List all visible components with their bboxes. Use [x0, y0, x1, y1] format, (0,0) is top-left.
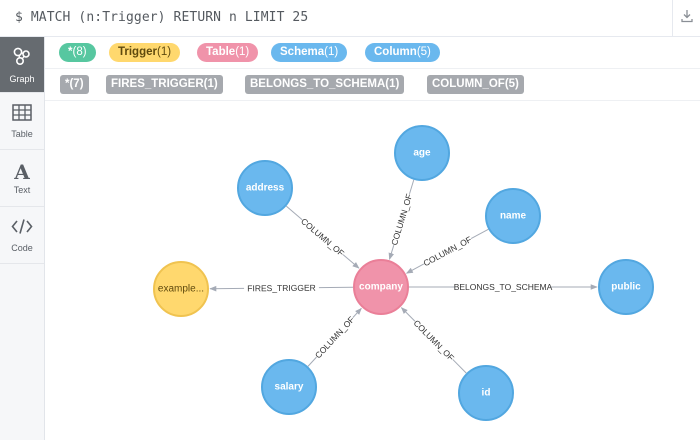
node-circle[interactable] [598, 259, 654, 315]
legend-rel-fires-trigger[interactable]: FIRES_TRIGGER(1) [106, 75, 223, 94]
download-icon [680, 9, 693, 28]
legend-label-trigger[interactable]: Trigger(1) [109, 43, 181, 62]
legend-rel-all[interactable]: *(7) [60, 75, 89, 94]
node-label: age [413, 148, 431, 159]
table-view-label: Table [11, 128, 33, 139]
text-view-button[interactable]: A Text [0, 150, 44, 207]
node-id[interactable]: id [458, 365, 514, 421]
legend-label-schema[interactable]: Schema(1) [271, 43, 348, 62]
relationship-line[interactable] [285, 205, 303, 221]
legend-label-table[interactable]: Table(1) [197, 43, 259, 62]
node-label: example... [158, 284, 204, 295]
table-view-button[interactable]: Table [0, 93, 44, 150]
relationship-line[interactable] [409, 179, 415, 194]
node-example[interactable]: example... [153, 261, 209, 317]
relationship-salary-company[interactable]: COLUMN_OF [307, 307, 362, 367]
legend-rel-column-of[interactable]: COLUMN_OF(5) [427, 75, 524, 94]
relationship-line[interactable] [470, 228, 489, 239]
node-salary[interactable]: salary [261, 359, 317, 415]
table-icon [12, 103, 32, 126]
relationship-name-company[interactable]: COLUMN_OF [405, 228, 489, 274]
legend-rel-belongs-to-schema[interactable]: BELONGS_TO_SCHEMA(1) [245, 75, 405, 94]
relationship-arrow[interactable] [388, 245, 395, 260]
graph-icon [12, 46, 32, 71]
node-label: id [482, 388, 491, 399]
relationship-company-example[interactable]: FIRES_TRIGGER [209, 283, 354, 294]
code-view-button[interactable]: Code [0, 207, 44, 264]
relationship-label: COLUMN_OF [389, 193, 414, 247]
relationship-address-company[interactable]: COLUMN_OF [285, 205, 360, 269]
relationship-id-company[interactable]: COLUMN_OF [400, 307, 467, 374]
node-circle[interactable] [237, 160, 293, 216]
node-circle[interactable] [261, 359, 317, 415]
node-label: salary [275, 382, 304, 393]
node-label: public [611, 282, 641, 293]
node-label: address [246, 183, 285, 194]
node-circle[interactable] [153, 261, 209, 317]
relationship-label: BELONGS_TO_SCHEMA [454, 282, 553, 292]
download-button[interactable] [672, 0, 700, 36]
relationship-arrow[interactable] [352, 307, 362, 318]
node-name[interactable]: name [485, 188, 541, 244]
node-address[interactable]: address [237, 160, 293, 216]
relationship-arrow[interactable] [400, 307, 416, 322]
graph-view-label: Graph [9, 73, 35, 84]
graph-canvas[interactable]: COLUMN_OF COLUMN_OF COLUMN_OF FIRES_TRIGGER… [45, 101, 700, 440]
node-label-legend: *(8) Trigger(1) Table(1) Schema(1) Colum… [45, 37, 700, 69]
node-label: company [359, 282, 403, 293]
legend-label-column[interactable]: Column(5) [365, 43, 440, 62]
graph-view-button[interactable]: Graph [0, 37, 44, 93]
relationship-line[interactable] [452, 359, 467, 374]
node-circle[interactable] [485, 188, 541, 244]
relationship-company-public[interactable]: BELONGS_TO_SCHEMA [409, 282, 598, 292]
relationship-label: COLUMN_OF [422, 234, 474, 268]
node-circle[interactable] [353, 259, 409, 315]
code-icon [11, 218, 33, 240]
text-view-label: Text [13, 184, 31, 195]
relationship-age-company[interactable]: COLUMN_OF [388, 179, 415, 260]
query-bar[interactable]: $ MATCH (n:Trigger) RETURN n LIMIT 25 [0, 0, 700, 37]
relationship-label: COLUMN_OF [299, 216, 346, 258]
node-label: name [500, 211, 527, 222]
node-circle[interactable] [458, 365, 514, 421]
text-icon: A [14, 159, 30, 184]
node-company[interactable]: company [353, 259, 409, 315]
node-circle[interactable] [394, 125, 450, 181]
relationship-arrow[interactable] [405, 263, 425, 274]
code-view-label: Code [11, 242, 33, 253]
node-public[interactable]: public [598, 259, 654, 315]
relationship-arrow[interactable] [342, 254, 360, 269]
relationship-label: COLUMN_OF [412, 318, 457, 363]
node-age[interactable]: age [394, 125, 450, 181]
view-sidebar: Graph Table A Text Code [0, 37, 45, 440]
relationship-label: FIRES_TRIGGER [247, 283, 316, 294]
query-text[interactable]: $ MATCH (n:Trigger) RETURN n LIMIT 25 [15, 10, 309, 25]
graph-svg[interactable]: COLUMN_OF COLUMN_OF COLUMN_OF FIRES_TRIGGER… [45, 101, 700, 440]
relationship-line[interactable] [307, 356, 317, 367]
legend-label-all[interactable]: *(8) [59, 43, 96, 62]
relationship-label: COLUMN_OF [313, 314, 356, 360]
relationship-legend: *(7) FIRES_TRIGGER(1) BELONGS_TO_SCHEMA(… [45, 69, 700, 101]
